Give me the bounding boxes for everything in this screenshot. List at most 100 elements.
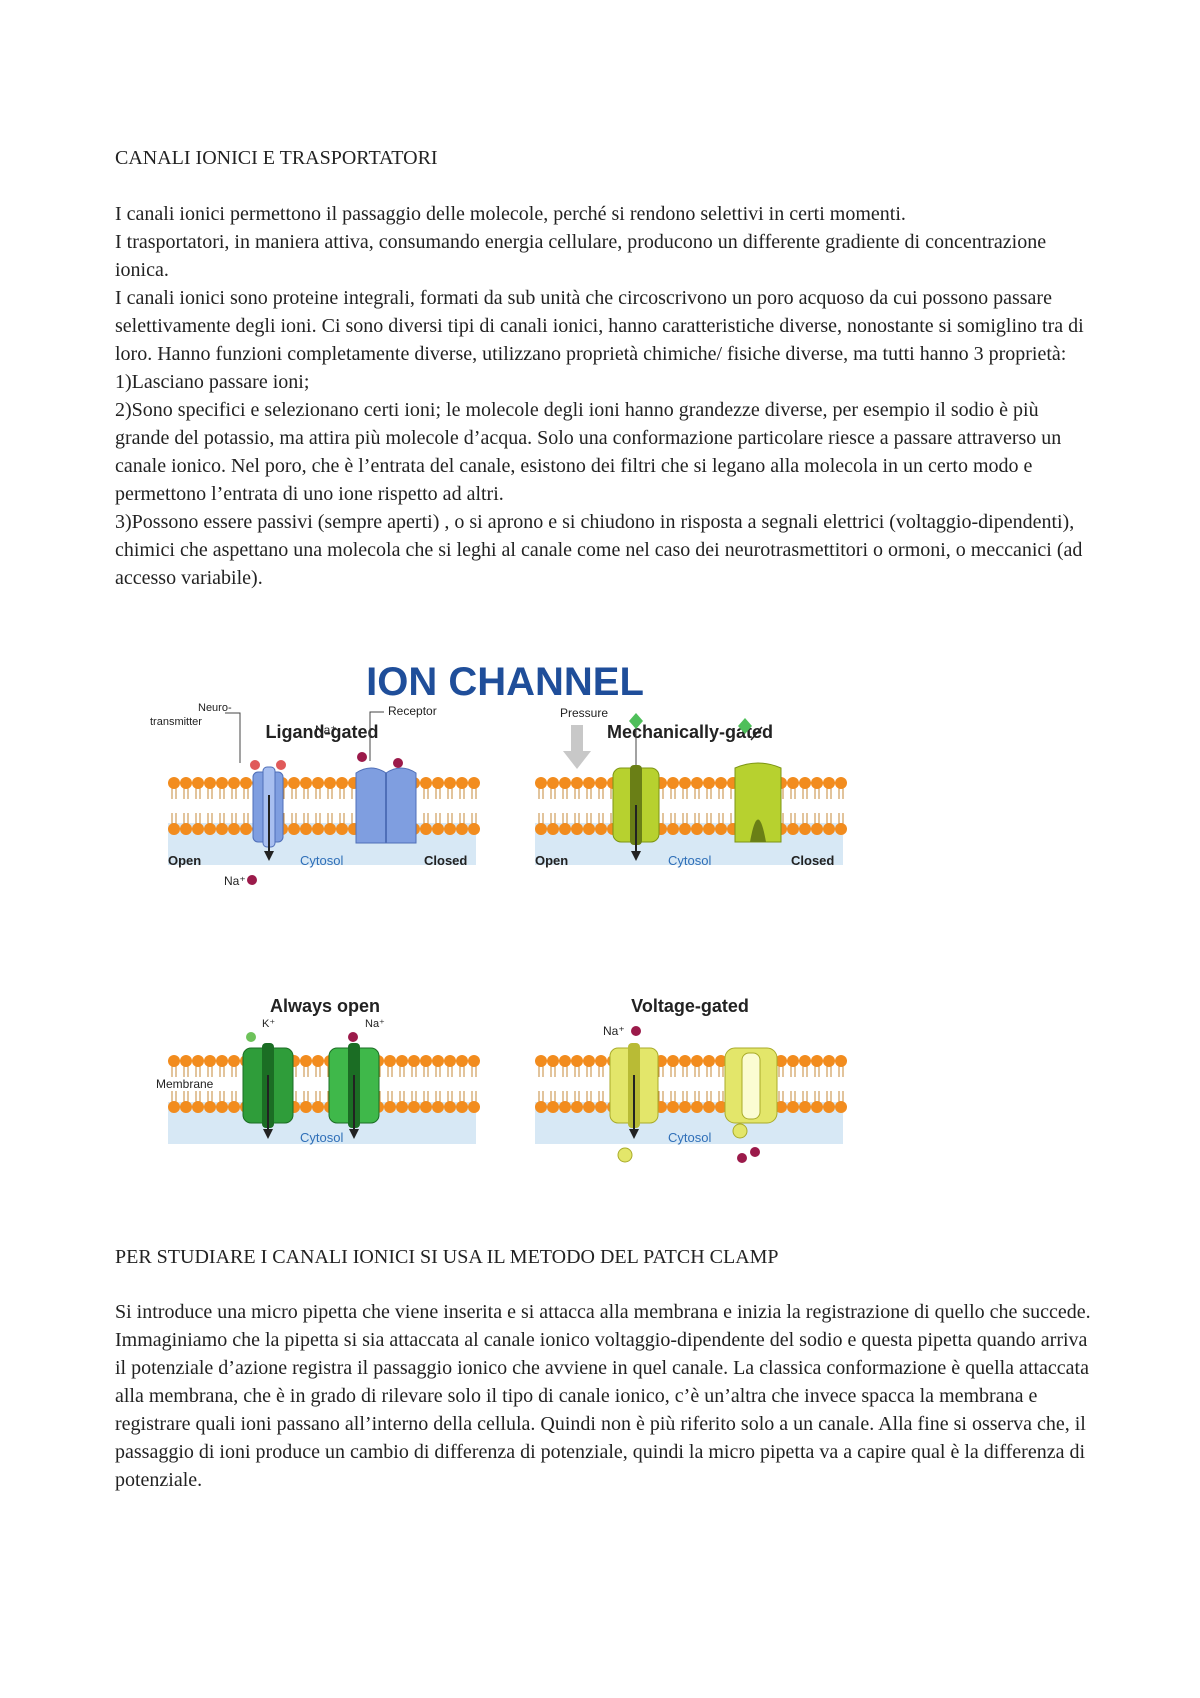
lipid-head: [715, 1101, 727, 1113]
ion-channel-figure: ION CHANNEL Ligand-gated: [150, 655, 870, 1195]
lipid-head: [432, 1101, 444, 1113]
document-title: CANALI IONICI E TRASPORTATORI: [115, 147, 438, 169]
lipid-head: [679, 777, 691, 789]
figure-title: ION CHANNEL: [366, 660, 644, 704]
lipid-head: [775, 1055, 787, 1067]
lipid-head: [835, 1101, 847, 1113]
lipid-head: [300, 823, 312, 835]
panel-title: Always open: [270, 996, 380, 1016]
panel-title: Ligand-gated: [266, 722, 379, 742]
label-na: Na⁺: [603, 1024, 625, 1038]
lipid-head: [595, 1101, 607, 1113]
lipid-head: [715, 777, 727, 789]
paragraph: I trasportatori, in maniera attiva, cons…: [115, 231, 1047, 281]
lipid-head: [787, 1101, 799, 1113]
sodium-ion: [631, 1026, 641, 1036]
lipid-head: [168, 823, 180, 835]
lipid-head: [300, 1101, 312, 1113]
lipid-head: [547, 1101, 559, 1113]
lipid-head: [420, 1055, 432, 1067]
lipid-head: [228, 777, 240, 789]
lipid-head: [468, 823, 480, 835]
label-na: Na⁺: [365, 1018, 385, 1030]
lipid-head: [324, 823, 336, 835]
lipid-head: [444, 823, 456, 835]
paragraph: 2)Sono specifici e selezionano certi ion…: [115, 399, 1062, 505]
lipid-head: [384, 1101, 396, 1113]
lipid-head: [456, 1055, 468, 1067]
lipid-head: [216, 823, 228, 835]
lipid-head: [444, 1055, 456, 1067]
arrow-head: [264, 851, 274, 861]
lipid-head: [667, 1055, 679, 1067]
lipid-head: [835, 777, 847, 789]
potassium-ion: [246, 1032, 256, 1042]
lipid-head: [456, 1101, 468, 1113]
lipid-head: [799, 1101, 811, 1113]
lipid-head: [468, 1055, 480, 1067]
lipid-head: [799, 823, 811, 835]
lipid-head: [691, 1055, 703, 1067]
lipid-head: [715, 1055, 727, 1067]
label-cytosol: Cytosol: [668, 853, 711, 868]
lipid-head: [571, 823, 583, 835]
lipid-head: [468, 777, 480, 789]
arrow-head: [263, 1129, 273, 1139]
lipid-head: [396, 1055, 408, 1067]
lipid-head: [811, 1101, 823, 1113]
lipid-head: [583, 777, 595, 789]
label-pressure: Pressure: [560, 706, 608, 720]
lipid-head: [595, 777, 607, 789]
lipid-head: [192, 777, 204, 789]
lipid-head: [811, 777, 823, 789]
panel-ligand-gated: Ligand-gated: [150, 702, 480, 888]
lipid-head: [468, 1101, 480, 1113]
lipid-head: [288, 823, 300, 835]
lipid-head: [180, 777, 192, 789]
channel-closed-core: [750, 819, 766, 842]
lipid-head: [168, 1055, 180, 1067]
lipid-head: [168, 777, 180, 789]
lipid-head: [571, 777, 583, 789]
lipid-head: [420, 1101, 432, 1113]
channel-closed: [734, 762, 782, 843]
lipid-head: [823, 777, 835, 789]
lipid-head: [811, 823, 823, 835]
sodium-ion: [393, 758, 403, 768]
lipid-head: [703, 777, 715, 789]
lipid-head: [336, 777, 348, 789]
lipid-head: [312, 1055, 324, 1067]
lipid-head: [691, 1101, 703, 1113]
lipid-head: [168, 1101, 180, 1113]
pressure-arrow-head: [563, 751, 591, 769]
lipid-head: [583, 1101, 595, 1113]
label-cytosol: Cytosol: [300, 853, 343, 868]
lipid-head: [216, 1055, 228, 1067]
lipid-head: [823, 823, 835, 835]
lipid-head: [228, 1101, 240, 1113]
lipid-head: [667, 1101, 679, 1113]
neurotransmitter-dot: [250, 760, 260, 770]
lipid-head: [312, 1101, 324, 1113]
label-na-top: Na⁺: [315, 723, 337, 737]
lipid-head: [216, 1101, 228, 1113]
lipid-head: [420, 777, 432, 789]
label-na-bottom: Na⁺: [224, 874, 246, 888]
sodium-ion: [737, 1153, 747, 1163]
lipid-head: [679, 1101, 691, 1113]
lipid-head: [240, 777, 252, 789]
lipid-head: [240, 823, 252, 835]
lipid-head: [559, 1101, 571, 1113]
lipid-head: [679, 823, 691, 835]
sodium-ion: [247, 875, 257, 885]
lipid-head: [228, 823, 240, 835]
label-open: Open: [535, 853, 568, 868]
lipid-head: [799, 1055, 811, 1067]
panel-title: Voltage-gated: [631, 996, 749, 1016]
label-closed: Closed: [791, 853, 834, 868]
lipid-head: [571, 1055, 583, 1067]
lipid-head: [180, 1055, 192, 1067]
lipid-head: [559, 823, 571, 835]
paragraph: 3)Possono essere passivi (sempre aperti)…: [115, 511, 1083, 589]
label-closed: Closed: [424, 853, 467, 868]
